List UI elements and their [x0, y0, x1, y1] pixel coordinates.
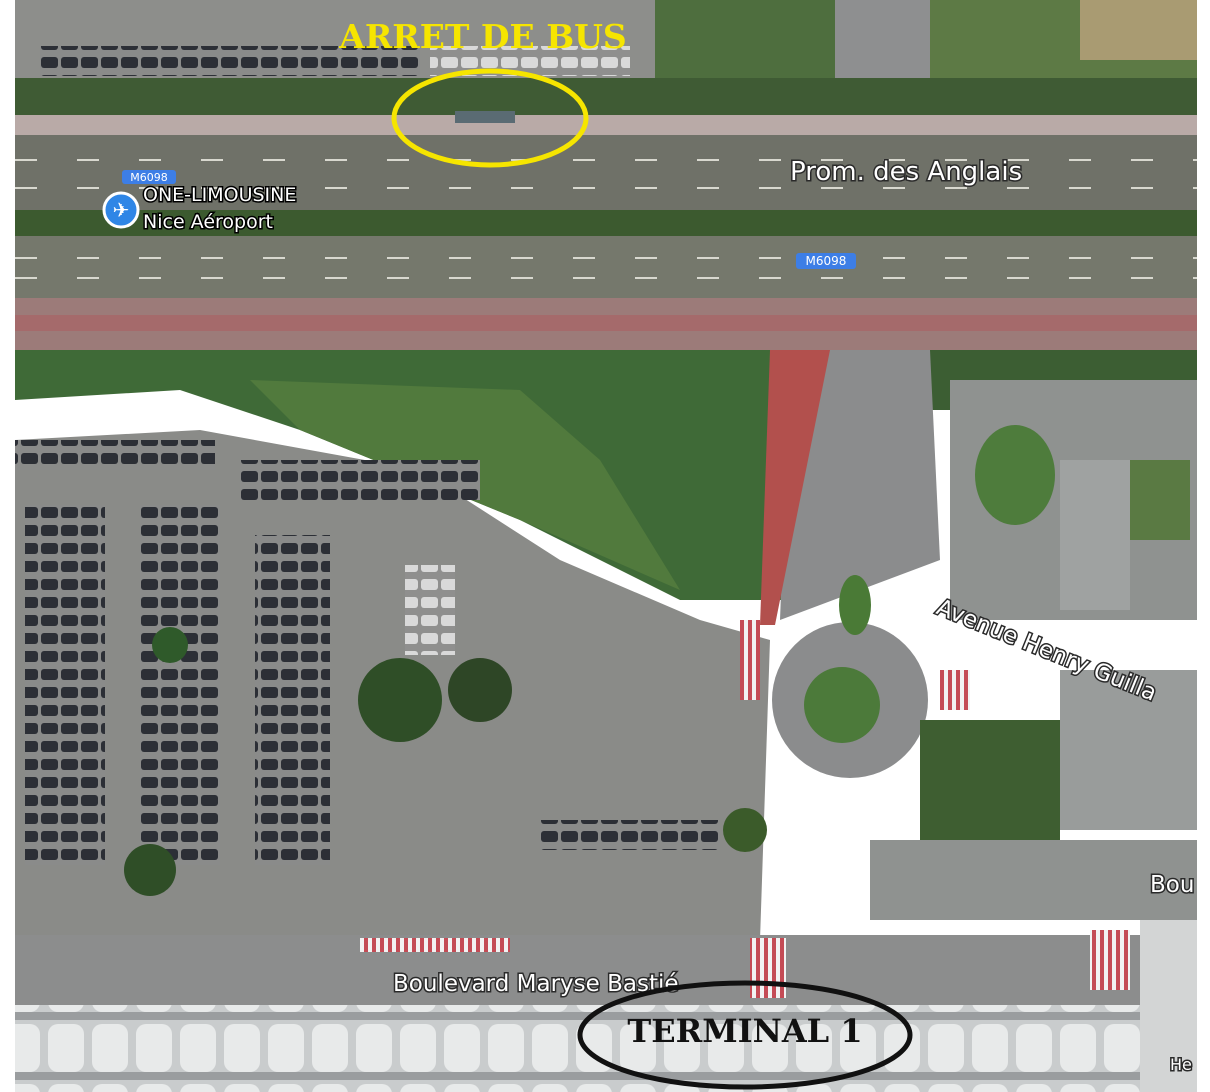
boulevard-label: Boulevard Maryse Bastié — [393, 971, 679, 997]
bus-shape — [455, 111, 515, 123]
promenade-label: Prom. des Anglais — [790, 157, 1022, 187]
svg-text:M6098: M6098 — [806, 254, 847, 268]
terminal-highlight — [577, 980, 913, 1090]
route-badge-top: M6098 — [122, 170, 176, 184]
terminal-roof — [15, 1005, 1175, 1092]
poi-one-limousine[interactable]: ✈ ONE-LIMOUSINE Nice Aéroport — [102, 183, 298, 235]
airplane-icon — [102, 191, 140, 229]
route-badge-lower: M6098 — [796, 253, 856, 269]
poi-name: ONE-LIMOUSINE — [143, 184, 296, 206]
edge-partial-label: He — [1170, 1055, 1192, 1074]
promenade-road — [15, 135, 1197, 213]
terminal-label: TERMINAL 1 — [627, 1012, 862, 1050]
bus-stop-label: ARRET DE BUS — [338, 17, 626, 56]
poi-subtitle: Nice Aéroport — [143, 211, 273, 233]
airplane-glyph: ✈ — [113, 198, 130, 222]
svg-text:M6098: M6098 — [130, 171, 168, 184]
boulevard-partial-label: Bou — [1150, 872, 1194, 898]
lane-markings — [15, 159, 1197, 189]
bus-stop-highlight — [391, 68, 589, 168]
